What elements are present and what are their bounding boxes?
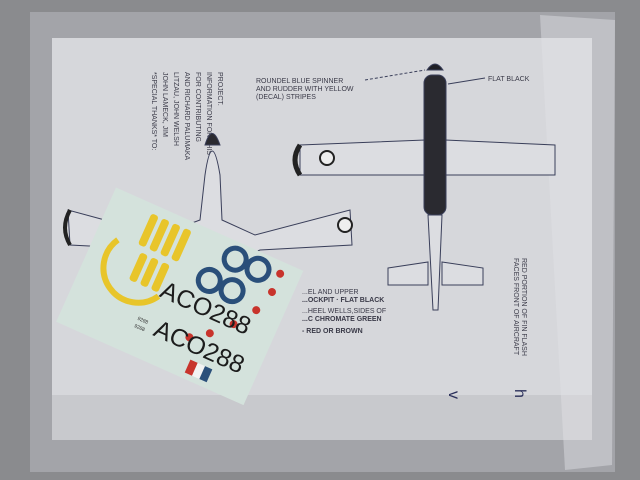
svg-text:RED PORTION OF FIN FLASH: RED PORTION OF FIN FLASH	[520, 258, 527, 356]
svg-text:(DECAL) STRIPES: (DECAL) STRIPES	[256, 94, 316, 101]
aircraft-drawing-right	[292, 63, 556, 311]
svg-text:AND RUDDER WITH YELLOW: AND RUDDER WITH YELLOW	[256, 86, 354, 93]
yellow-stripes	[100, 214, 191, 306]
svg-text:...C CHROMATE GREEN: ...C CHROMATE GREEN	[302, 316, 382, 323]
svg-text:...HEEL WELLS,SIDES OF: ...HEEL WELLS,SIDES OF	[302, 308, 386, 315]
color-notes: ...EL AND UPPER ...OCKPIT · FLAT BLACK .…	[302, 289, 386, 335]
maple-leaf-icons	[185, 269, 285, 342]
roundel-icon	[337, 217, 353, 233]
roundels	[195, 245, 272, 305]
svg-text:AND RICHARD PALUMAKA: AND RICHARD PALUMAKA	[183, 72, 190, 160]
svg-text:LITZAU, JOHN WELSH: LITZAU, JOHN WELSH	[172, 72, 179, 146]
fin-flash-decal	[184, 359, 213, 383]
decal-sheet: ACO288 ACO288 9288 9288	[56, 187, 304, 406]
special-thanks-text: *SPECIAL THANKS* TO: JOHN LAMECK, JIM LI…	[150, 72, 223, 160]
svg-text:INFORMATION FOR THIS: INFORMATION FOR THIS	[205, 72, 212, 155]
svg-text:FOR CONTRIBUTING: FOR CONTRIBUTING	[194, 72, 201, 142]
svg-text:ROUNDEL BLUE SPINNER: ROUNDEL BLUE SPINNER	[256, 78, 343, 85]
small-number-decal: 9288	[133, 323, 146, 333]
roundel-note: ROUNDEL BLUE SPINNER AND RUDDER WITH YEL…	[256, 78, 354, 101]
page-letter-v: v	[445, 391, 462, 399]
svg-text:FACES FRONT OF AIRCRAFT: FACES FRONT OF AIRCRAFT	[512, 258, 519, 356]
svg-text:*SPECIAL THANKS* TO:: *SPECIAL THANKS* TO:	[150, 72, 157, 150]
svg-text:...EL AND UPPER: ...EL AND UPPER	[302, 289, 359, 296]
svg-text:JOHN LAMECK, JIM: JOHN LAMECK, JIM	[161, 72, 168, 137]
page-letter-h: h	[511, 389, 528, 398]
svg-text:- RED OR BROWN: - RED OR BROWN	[302, 328, 363, 335]
small-number-decal: 9288	[136, 316, 149, 326]
fin-flash-note: RED PORTION OF FIN FLASH FACES FRONT OF …	[512, 258, 527, 356]
flat-black-note: FLAT BLACK	[488, 76, 530, 83]
svg-text:...OCKPIT · FLAT BLACK: ...OCKPIT · FLAT BLACK	[302, 297, 384, 304]
roundel-icon	[319, 150, 335, 166]
svg-text:PROJECT.: PROJECT.	[216, 72, 223, 106]
